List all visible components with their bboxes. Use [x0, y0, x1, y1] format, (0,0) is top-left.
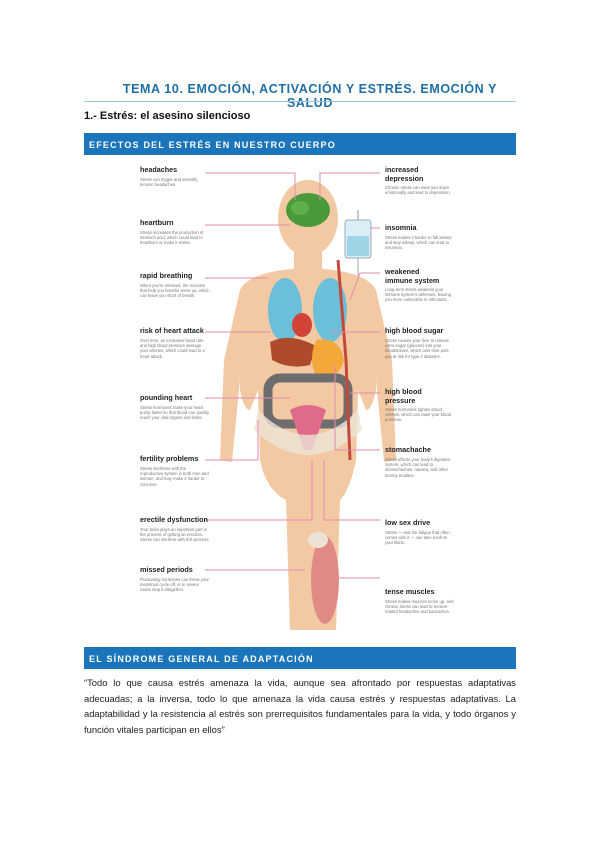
- leader-lines: [205, 172, 380, 579]
- label-stomachache: stomachache: [385, 445, 431, 454]
- label-fertility-problems: fertility problems: [140, 454, 199, 463]
- label-high-blood-sugar: high blood sugar: [385, 326, 444, 335]
- effects-banner: EFECTOS DEL ESTRÉS EN NUESTRO CUERPO: [84, 133, 516, 155]
- artery-icon: [336, 259, 352, 461]
- desc-missed-periods: Fluctuating hormones can throw your mens…: [140, 577, 209, 593]
- desc-insomnia: Stress makes it harder to fall asleep an…: [385, 235, 452, 251]
- desc-risk-of-heart-attack: Over time, an increased heart rate and h…: [140, 338, 205, 359]
- label-rapid-breathing: rapid breathing: [140, 271, 193, 280]
- section-heading: 1.- Estrés: el asesino silencioso: [84, 110, 251, 122]
- desc-fertility-problems: Stress interferes with the reproductive …: [140, 466, 209, 487]
- title-underline: [84, 101, 516, 102]
- brain-icon: [286, 193, 330, 227]
- label-increased-depression: increased depression: [385, 165, 424, 183]
- quote-paragraph: “Todo lo que causa estrés amenaza la vid…: [84, 677, 516, 735]
- label-insomnia: insomnia: [385, 223, 417, 232]
- stress-effects-figure: headaches Stress can trigger and intensi…: [140, 160, 460, 630]
- label-high-blood-pressure: high blood pressure: [385, 387, 422, 405]
- body-illustration: [205, 172, 396, 630]
- desc-pounding-heart: Stress hormones make your heart pump fas…: [140, 405, 210, 421]
- desc-stomachache: Stress affects your body's digestive sys…: [385, 457, 451, 478]
- desc-heartburn: Stress increases the production of stoma…: [140, 230, 204, 246]
- knee-icon: [308, 532, 328, 548]
- desc-high-blood-sugar: Stress causes your liver to release extr…: [385, 338, 450, 359]
- syndrome-banner: EL SÍNDROME GENERAL DE ADAPTACIÓN: [84, 647, 516, 669]
- label-missed-periods: missed periods: [140, 565, 193, 574]
- desc-increased-depression: Chronic stress can wear you down emotion…: [385, 185, 451, 196]
- label-erectile-dysfunction: erectile dysfunction: [140, 515, 208, 524]
- page-title: TEMA 10. EMOCIÓN, ACTIVACIÓN Y ESTRÉS. E…: [122, 82, 498, 110]
- desc-tense-muscles: Stress makes muscles tense up, and chron…: [385, 599, 454, 615]
- desc-weakened-immune-system: Long-term stress weakens your immune sys…: [385, 287, 451, 303]
- label-weakened-immune-system: weakened immune system: [385, 267, 440, 285]
- label-risk-of-heart-attack: risk of heart attack: [140, 326, 204, 335]
- label-low-sex-drive: low sex drive: [385, 518, 431, 527]
- desc-rapid-breathing: When you're stressed, the muscles that h…: [140, 283, 210, 299]
- stomach-icon: [312, 339, 344, 378]
- label-headaches: headaches: [140, 165, 178, 174]
- heart-icon: [292, 313, 312, 337]
- iv-drip-icon: [344, 210, 372, 290]
- desc-erectile-dysfunction: Your brain plays an important part in th…: [140, 527, 210, 543]
- label-tense-muscles: tense muscles: [385, 587, 435, 596]
- leg-muscle-icon: [311, 536, 339, 624]
- liver-icon: [270, 337, 316, 367]
- uterus-icon: [290, 405, 326, 450]
- label-pounding-heart: pounding heart: [140, 393, 193, 402]
- desc-headaches: Stress can trigger and intensify tension…: [140, 177, 198, 188]
- desc-high-blood-pressure: Stress hormones tighten blood vessels, w…: [385, 407, 451, 423]
- label-heartburn: heartburn: [140, 218, 174, 227]
- desc-low-sex-drive: Stress — and the fatigue that often come…: [385, 530, 450, 546]
